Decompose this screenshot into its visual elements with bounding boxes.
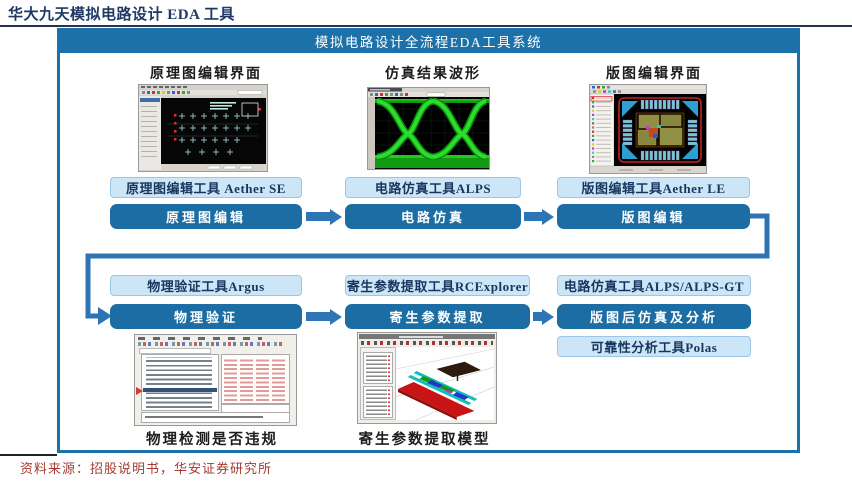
tool-bar-aether-se: 原理图编辑工具 Aether SE [110, 177, 302, 198]
column-title-schematic: 原理图编辑界面 [150, 67, 262, 82]
title-rule [0, 25, 852, 27]
arrow-right-icon [533, 308, 554, 325]
step-layout-edit: 版图编辑 [557, 204, 750, 229]
step-parasitic-extraction: 寄生参数提取 [345, 304, 530, 329]
tool-bar-alps-gt: 电路仿真工具ALPS/ALPS-GT [557, 275, 751, 296]
tool-bar-polas: 可靠性分析工具Polas [557, 336, 751, 357]
step-schematic-edit: 原理图编辑 [110, 204, 302, 229]
step-post-layout-simulation: 版图后仿真及分析 [557, 304, 751, 329]
waveform-screenshot [367, 87, 490, 170]
diagram-header: 模拟电路设计全流程EDA工具系统 [60, 28, 797, 53]
tool-bar-aether-le: 版图编辑工具Aether LE [557, 177, 750, 198]
caption-drc: 物理检测是否违规 [146, 431, 278, 448]
step-circuit-simulation: 电路仿真 [345, 204, 521, 229]
arrow-right-icon [306, 308, 342, 325]
tool-bar-argus: 物理验证工具Argus [110, 275, 302, 296]
tool-bar-alps: 电路仿真工具ALPS [345, 177, 521, 198]
diagram-frame: 模拟电路设计全流程EDA工具系统 原理图编辑界面 仿真结果波形 版图编辑界面 [57, 28, 800, 453]
violation-pointer-icon [136, 387, 143, 395]
column-title-layout: 版图编辑界面 [606, 67, 702, 82]
parasitic-3d-screenshot [357, 332, 497, 424]
page-title: 华大九天模拟电路设计 EDA 工具 [8, 7, 235, 23]
step-physical-verification: 物理验证 [110, 304, 302, 329]
schematic-editor-screenshot [138, 84, 268, 172]
source-note: 资料来源：招股说明书，华安证券研究所 [20, 461, 273, 476]
arrow-right-icon [524, 208, 554, 225]
arrow-right-icon [306, 208, 342, 225]
caption-parasitic-model: 寄生参数提取模型 [358, 431, 491, 448]
footer-rule [0, 454, 57, 456]
tool-bar-rcexplorer: 寄生参数提取工具RCExplorer [345, 275, 530, 296]
drc-report-screenshot [134, 334, 297, 426]
layout-editor-screenshot [589, 84, 707, 174]
column-title-waveform: 仿真结果波形 [385, 67, 481, 82]
